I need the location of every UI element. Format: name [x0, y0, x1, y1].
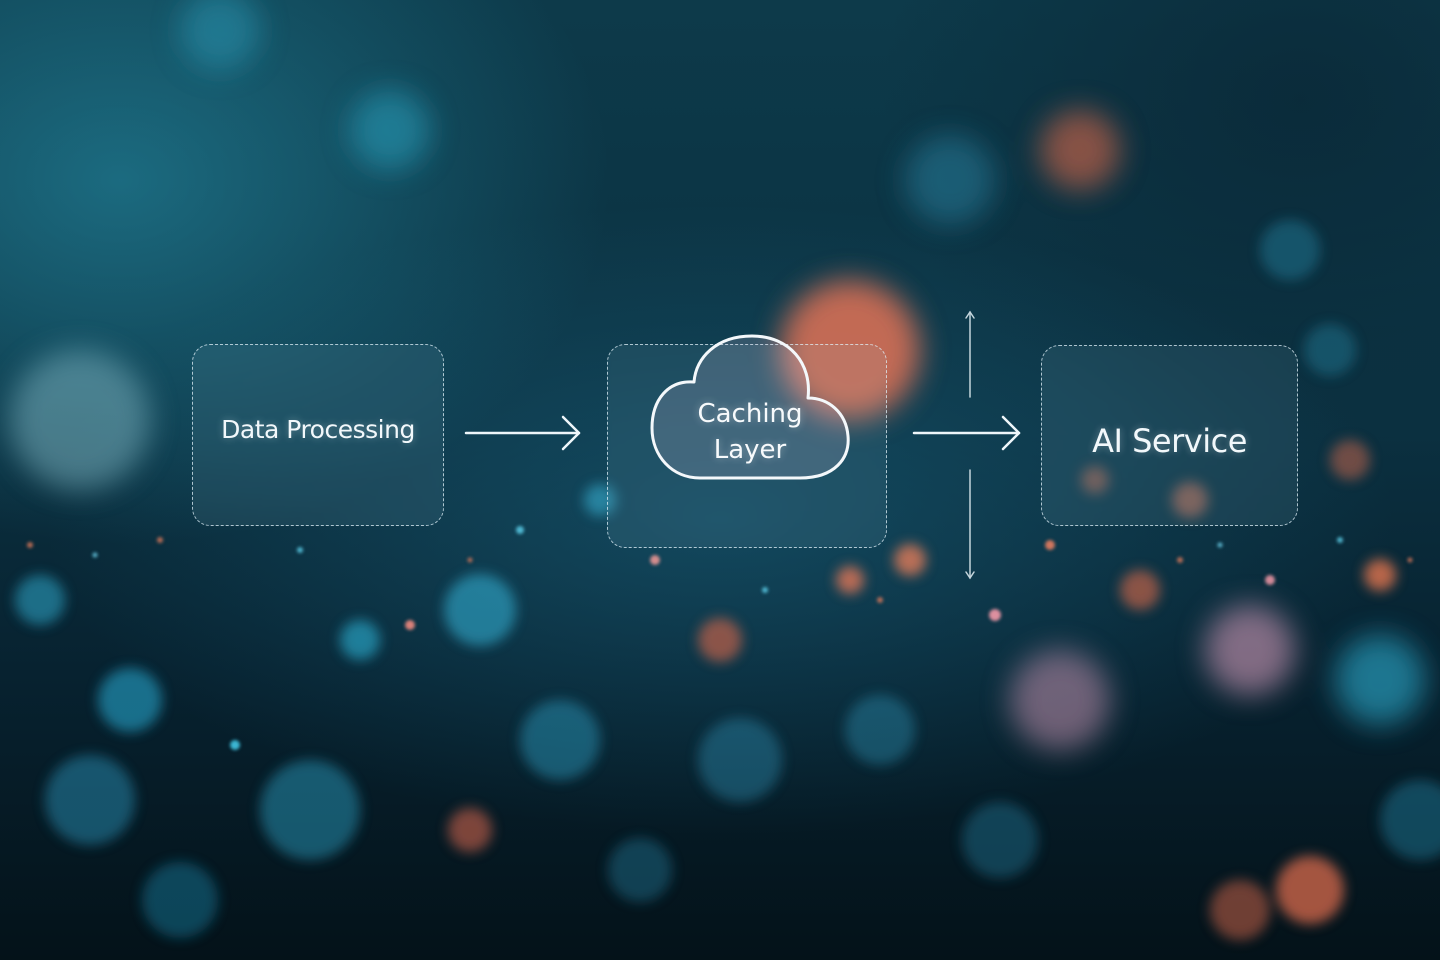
node-ai-service-label: AI Service — [1092, 422, 1247, 460]
caching-label-line1: Caching — [697, 399, 803, 429]
caching-label-line2: Layer — [713, 435, 787, 465]
node-data-processing-label: Data Processing — [221, 415, 415, 444]
node-caching-layer-label: Caching Layer — [650, 396, 850, 468]
node-ai-service: AI Service — [1041, 345, 1298, 526]
node-data-processing: Data Processing — [192, 344, 444, 526]
